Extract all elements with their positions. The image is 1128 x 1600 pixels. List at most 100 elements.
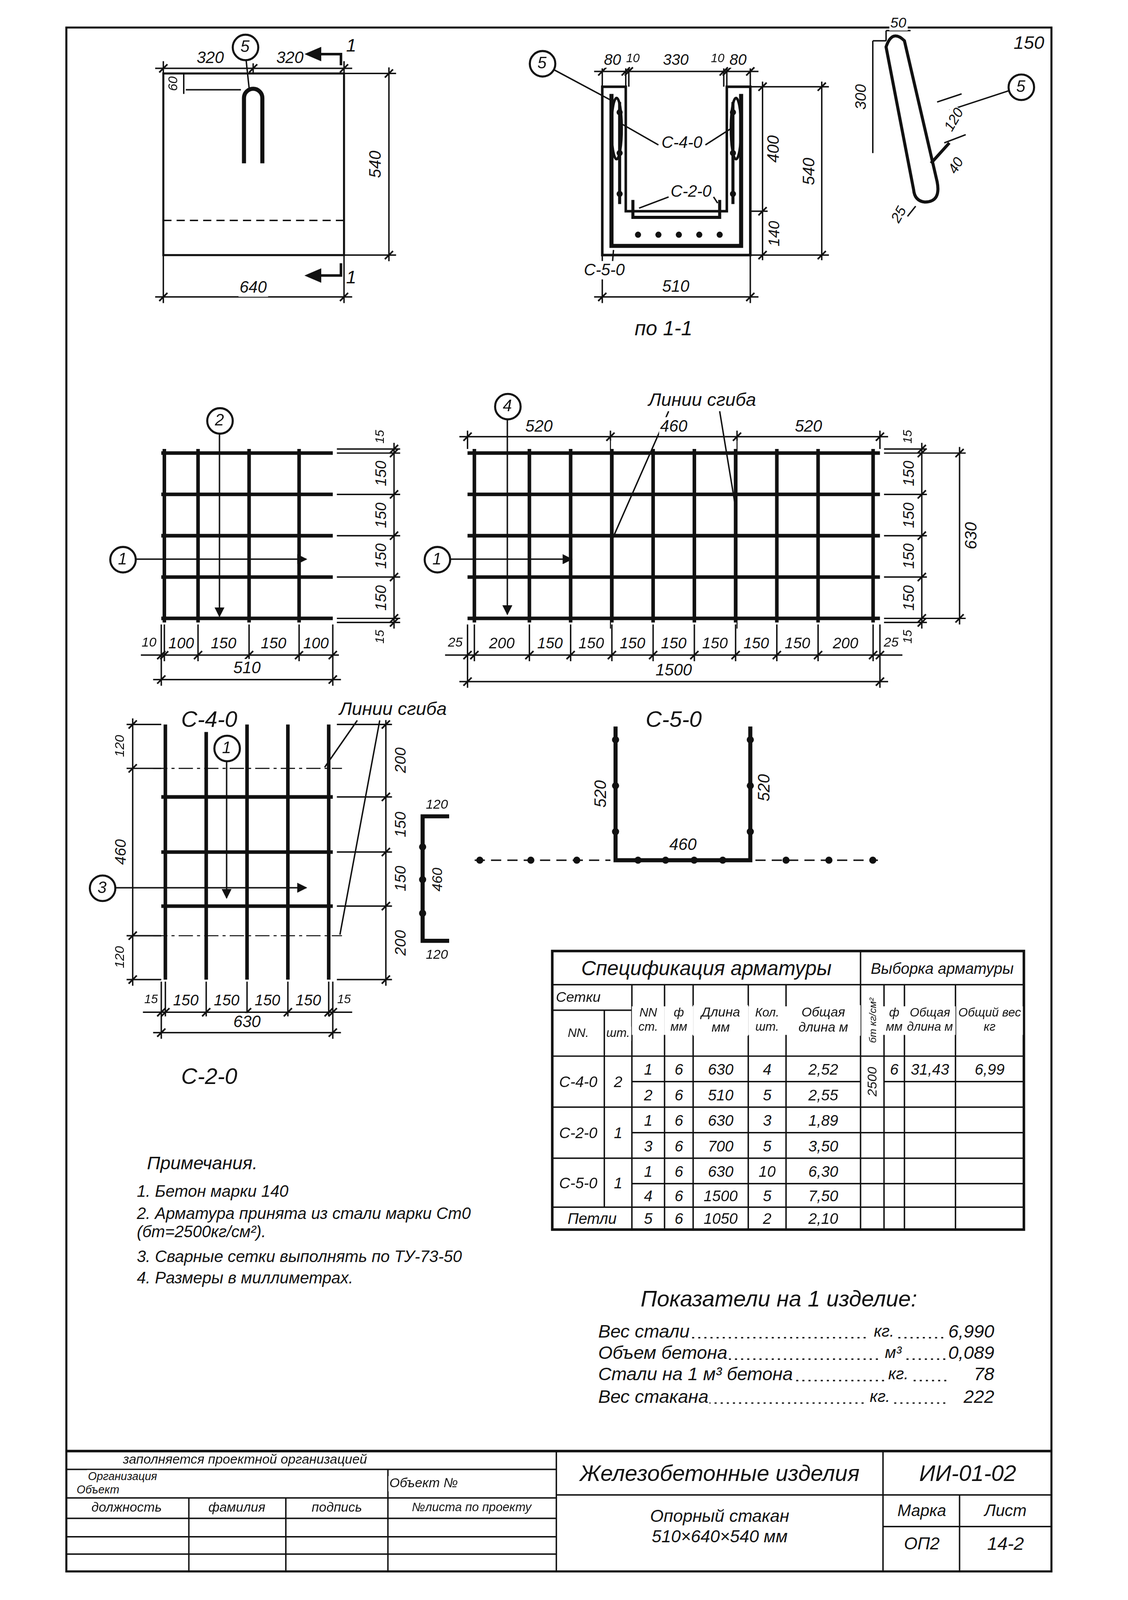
dimension-label: 300 xyxy=(851,83,870,111)
table-cell: 4 xyxy=(761,1060,773,1079)
callout-number: 4 xyxy=(502,398,512,415)
callout-number: 3 xyxy=(97,880,107,897)
table-cell: 1 xyxy=(642,1111,654,1130)
indicator-text: 0,089 xyxy=(947,1343,996,1365)
table-cell: Кол. шт. xyxy=(747,1006,787,1035)
title-block-text: Железобетонные изделия xyxy=(578,1461,861,1487)
dimension-label: 150 xyxy=(171,991,200,1010)
dimension-label: 140 xyxy=(765,219,783,248)
dimension-label: 630 xyxy=(962,521,981,551)
table-cell: Спецификация арматуры xyxy=(580,956,833,981)
callout-circle: 4 xyxy=(493,392,522,421)
table-cell: 7,50 xyxy=(807,1187,840,1205)
dimension-label: 15 xyxy=(143,993,159,1008)
dimension-label: 10 xyxy=(625,51,641,67)
dimension-label: 150 xyxy=(783,634,812,653)
dimension-label: С-2-0 xyxy=(669,182,713,202)
dimension-label: 520 xyxy=(524,417,554,436)
title-block-text: подпись xyxy=(310,1501,363,1517)
dimension-label: 150 xyxy=(536,634,564,653)
dimension-label: 460 xyxy=(659,417,689,436)
callout-number: 1 xyxy=(117,551,127,568)
table-cell: NN ст. xyxy=(631,1006,665,1035)
dimension-label: по 1-1 xyxy=(633,316,694,341)
table-cell: бт кг/см² xyxy=(866,997,878,1045)
title-block-text: Организация xyxy=(87,1470,159,1484)
note-text: Примечания. xyxy=(146,1153,259,1175)
table-cell: Петли xyxy=(566,1210,618,1228)
callout-circle: 1 xyxy=(422,545,451,574)
title-block-text: должность xyxy=(90,1501,163,1517)
dimension-label: 520 xyxy=(755,773,774,803)
title-block-text: заполняется проектной организацией xyxy=(121,1453,368,1469)
dimension-label: 25 xyxy=(446,635,464,651)
table-cell: 630 xyxy=(706,1111,735,1130)
title-block-text: 14-2 xyxy=(986,1534,1025,1556)
table-cell: 4 xyxy=(642,1187,654,1205)
table-cell: 5 xyxy=(761,1136,773,1155)
table-cell: Общая длина м xyxy=(904,1006,956,1035)
indicator-text: Стали на 1 м³ бетона xyxy=(597,1364,794,1386)
dimension-label: 150 xyxy=(577,634,606,653)
dimension-label: 150 xyxy=(259,634,288,653)
table-cell: 630 xyxy=(706,1060,735,1079)
dimension-label: 200 xyxy=(831,634,860,653)
table-cell: 1 xyxy=(642,1162,654,1181)
callout-number: 5 xyxy=(537,55,547,72)
table-cell: 2,52 xyxy=(807,1060,840,1079)
table-cell: Общий вес кг xyxy=(956,1006,1023,1035)
dimension-label: С-5-0 xyxy=(582,261,626,280)
page-number: 150 xyxy=(1012,32,1046,54)
dimension-label: 15 xyxy=(336,993,352,1008)
dimension-label: 510 xyxy=(661,277,691,297)
dimension-label: 460 xyxy=(111,838,130,867)
dimension-label: 15 xyxy=(901,429,916,445)
callout-circle: 5 xyxy=(528,49,556,77)
title-block-text: Марка xyxy=(896,1502,948,1522)
table-cell: 510 xyxy=(706,1086,735,1105)
title-block-text: фамилия xyxy=(207,1501,267,1517)
table-cell: 1 xyxy=(612,1124,624,1143)
table-cell: 1 xyxy=(642,1060,654,1079)
callout-number: 5 xyxy=(240,38,250,56)
note-text: 1. Бетон марки 140 xyxy=(135,1183,290,1202)
table-cell: шт. xyxy=(605,1027,631,1042)
dimension-label: 60 xyxy=(165,75,181,93)
dimension-label: 320 xyxy=(195,48,225,68)
dimension-label: 200 xyxy=(391,929,410,957)
callout-circle: 1 xyxy=(212,734,241,762)
table-cell: 1,89 xyxy=(807,1111,840,1130)
dimension-label: 1 xyxy=(345,35,358,57)
dimension-label: 150 xyxy=(212,991,241,1010)
title-block-text: Лист xyxy=(983,1502,1028,1522)
table-cell: 2,55 xyxy=(807,1086,840,1105)
title-block-text: Объект № xyxy=(388,1476,459,1492)
dimension-label: 200 xyxy=(391,746,410,775)
dimension-label: 100 xyxy=(302,634,330,653)
dimension-label: 200 xyxy=(487,634,516,653)
dimension-label: 460 xyxy=(428,867,446,893)
dimension-label: 15 xyxy=(373,629,388,645)
indicator-text: 222 xyxy=(962,1387,996,1409)
dimension-label: 25 xyxy=(882,635,900,651)
dimension-label: 120 xyxy=(424,948,449,964)
dimension-label: 150 xyxy=(618,634,647,653)
dimension-label: 540 xyxy=(800,156,819,187)
callout-number: 1 xyxy=(432,551,442,568)
table-cell: 6,99 xyxy=(973,1060,1006,1079)
dimension-label: 150 xyxy=(899,459,918,488)
dimension-label: С-4-0 xyxy=(660,133,704,153)
indicator-text: Показатели на 1 изделие: xyxy=(639,1286,919,1313)
dimension-label: 520 xyxy=(793,417,824,436)
table-cell: Длина мм xyxy=(693,1005,749,1037)
table-cell: 6 xyxy=(673,1187,685,1205)
indicator-text: м³ xyxy=(884,1344,903,1364)
dimension-label: 80 xyxy=(728,50,748,68)
table-cell: 2 xyxy=(642,1086,654,1105)
table-cell: С-5-0 xyxy=(558,1174,599,1192)
note-text: 4. Размеры в миллиметрах. xyxy=(135,1269,355,1289)
dimension-label: 1500 xyxy=(654,661,693,681)
dimension-label: С-2-0 xyxy=(180,1064,239,1090)
callout-number: 2 xyxy=(215,412,224,429)
table-cell: 5 xyxy=(642,1210,654,1228)
